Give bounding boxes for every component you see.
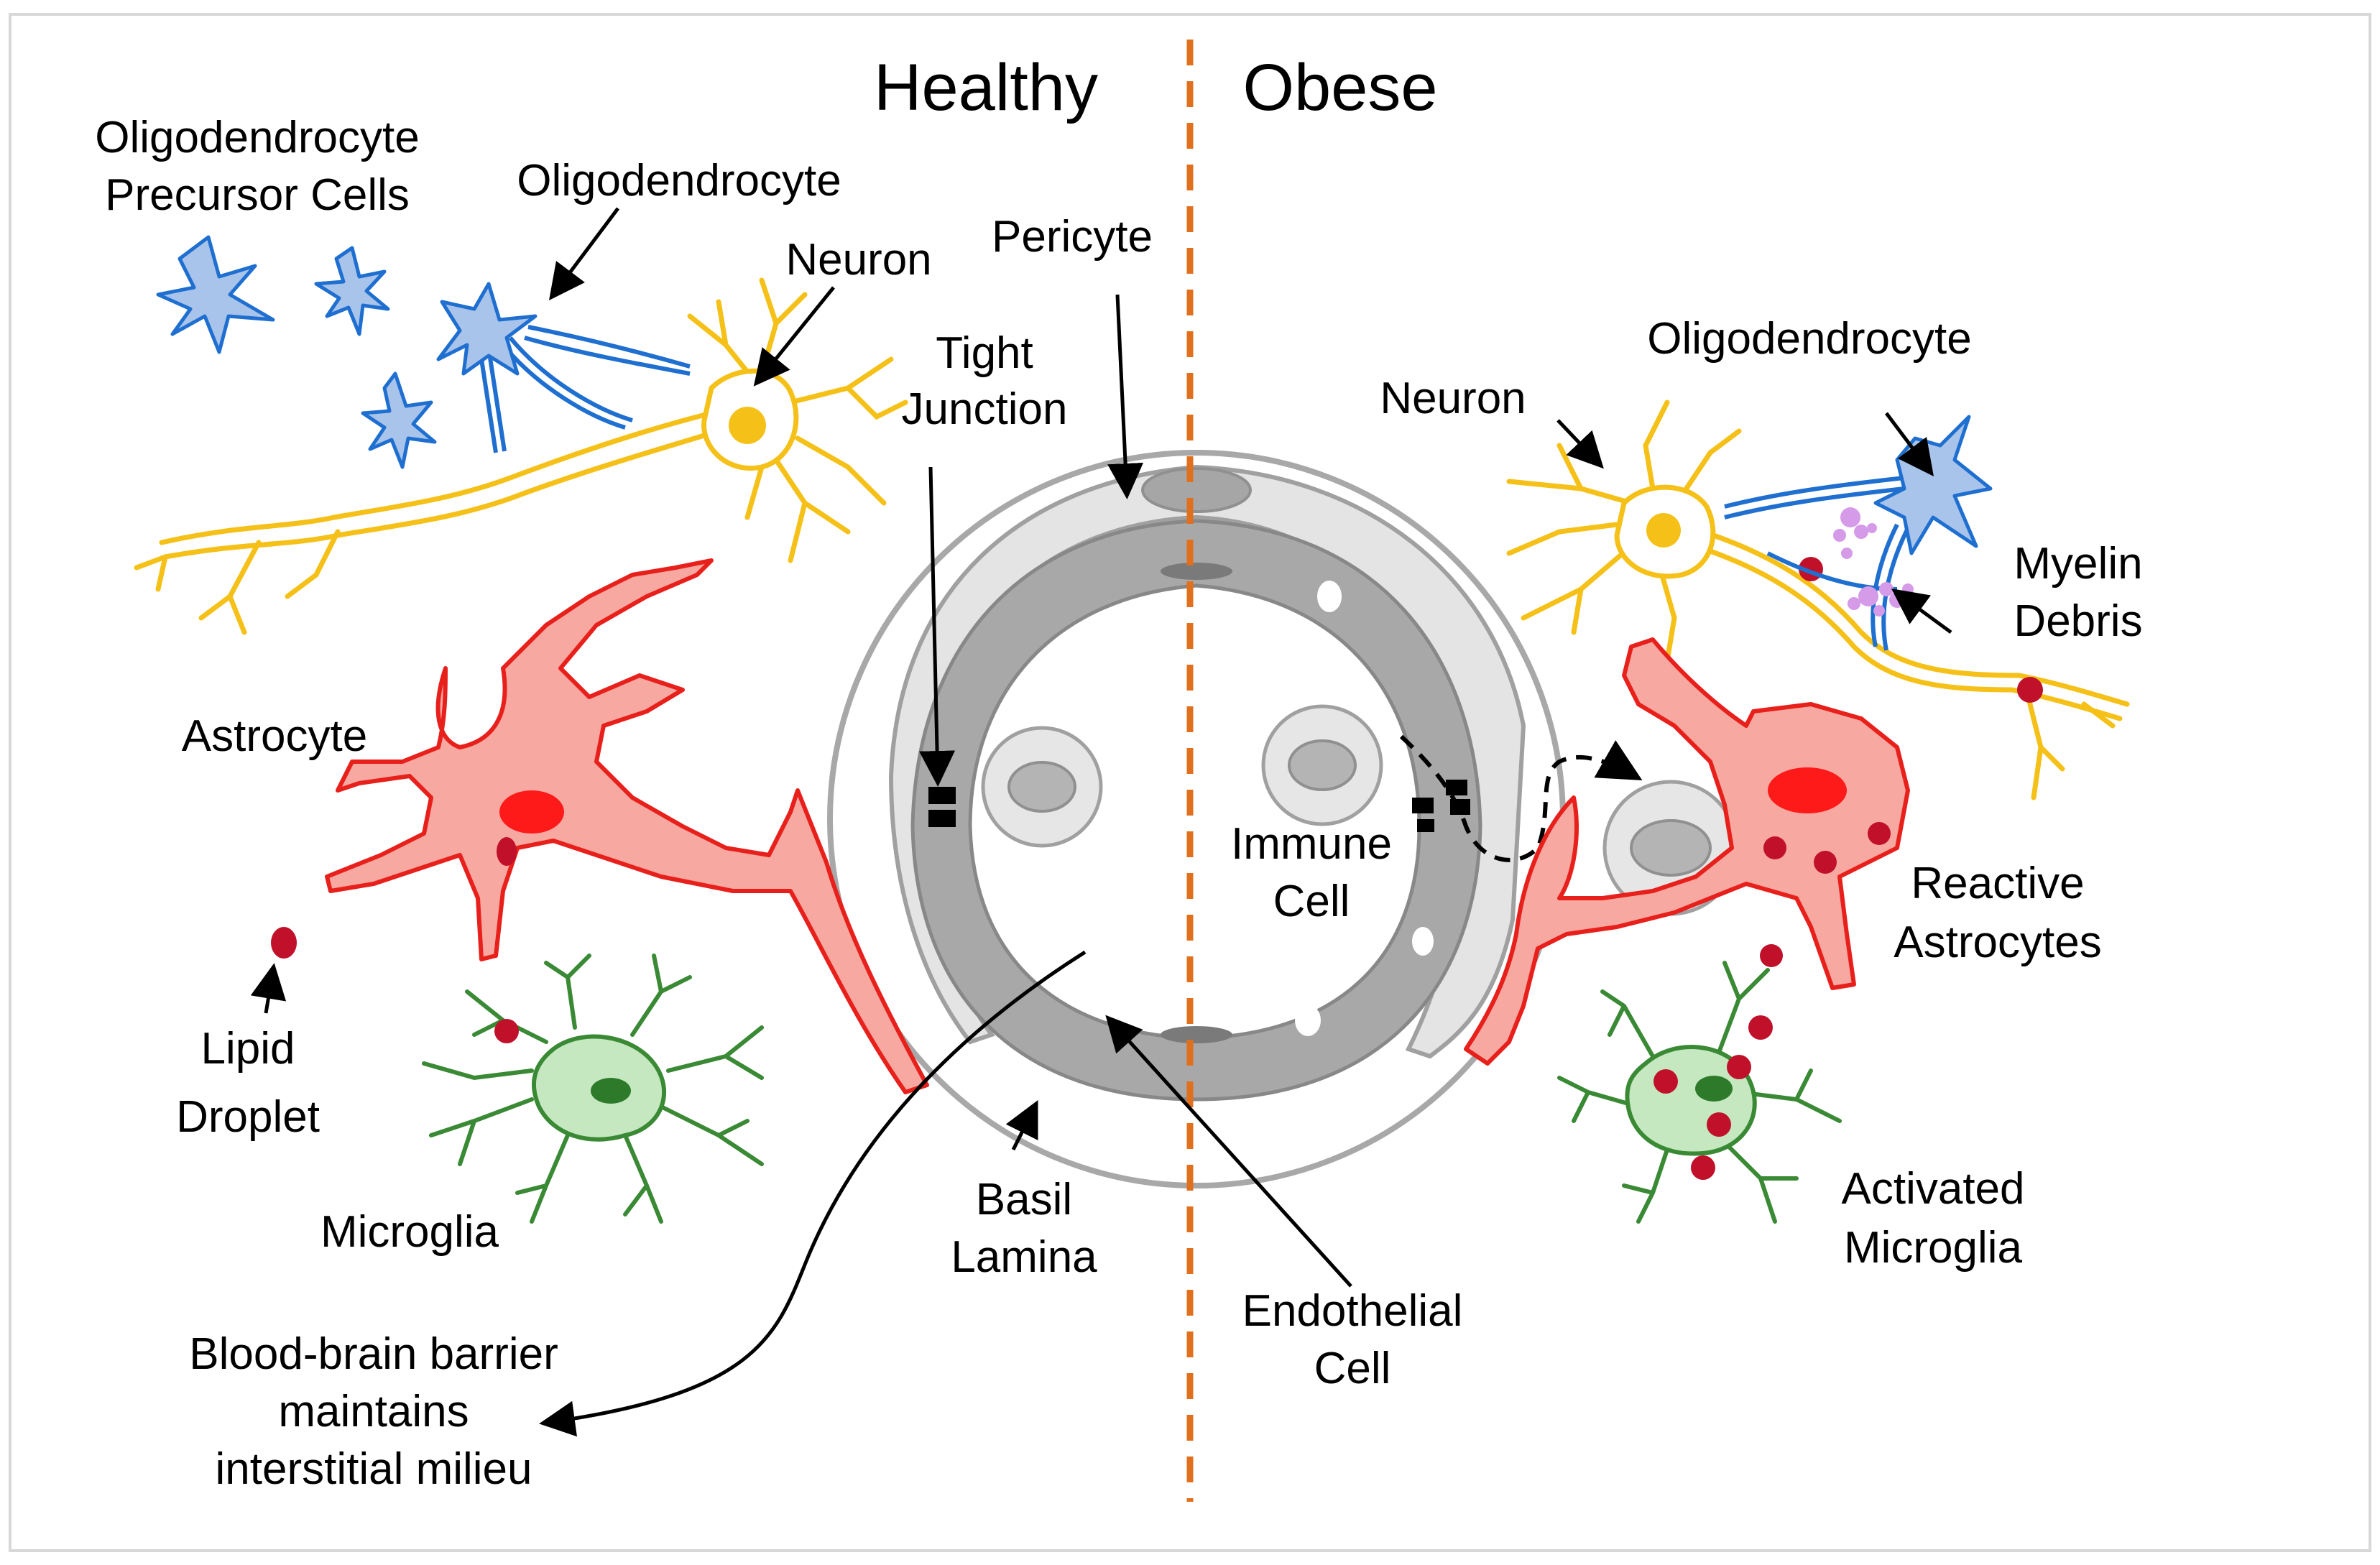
reactive-astrocyte-lipid: [1763, 836, 1786, 859]
label-endothelial-1: Endothelial: [1242, 1286, 1463, 1336]
arrow-neuron-left: [753, 286, 835, 387]
label-opc-2: Precursor Cells: [105, 170, 410, 220]
microglia-left-lipid: [494, 1019, 519, 1043]
label-microglia: Microglia: [320, 1207, 499, 1257]
label-immune-1: Immune: [1231, 819, 1392, 869]
opc-cell: [361, 371, 437, 469]
pericyte-nucleus: [1141, 467, 1252, 513]
label-pericyte: Pericyte: [992, 212, 1153, 262]
label-oligodendrocyte-left: Oligodendrocyte: [517, 156, 841, 206]
blood-cell-left-nucleus: [1007, 761, 1076, 813]
reactive-astrocyte-lipid: [1814, 851, 1837, 874]
endothelial-nucleus-top: [1161, 563, 1232, 580]
label-astrocyte: Astrocyte: [181, 711, 368, 761]
tight-junction: [928, 787, 956, 804]
label-basil-2: Lamina: [951, 1232, 1097, 1282]
arrow-oligodendrocyte-left: [549, 207, 619, 300]
activated-microglia: [1557, 961, 1842, 1224]
figure-frame: [9, 13, 2371, 1552]
arrow-pericyte: [1107, 294, 1144, 499]
arrow-lipid-droplet: [250, 963, 287, 1014]
myelin-debris: [1833, 507, 1914, 617]
vesicle: [1317, 581, 1342, 612]
reactive-astrocyte-lipid: [1868, 822, 1891, 845]
leader-arrows: [250, 207, 1952, 1437]
label-oligodendrocyte-right: Oligodendrocyte: [1647, 314, 1972, 364]
opc-cell: [156, 235, 275, 354]
arrow-endothelial-cell: [1105, 1015, 1352, 1288]
activated-microglia-lipids: [1653, 1015, 1773, 1180]
arrow-basil-lamina: [1005, 1100, 1038, 1151]
label-bbb-3: interstitial milieu: [215, 1444, 532, 1494]
microglia-left-nucleus: [591, 1078, 631, 1104]
arrow-tight-junction: [919, 466, 956, 787]
label-lipid-2: Droplet: [176, 1092, 320, 1142]
label-opc-1: Oligodendrocyte: [95, 113, 420, 162]
header-healthy: Healthy: [874, 51, 1098, 124]
tight-junction-leaky: [1412, 798, 1434, 813]
neuron-left-nucleus: [729, 407, 766, 444]
blood-vessel: [827, 450, 1566, 1188]
header-obese: Obese: [1242, 51, 1438, 124]
neuron-right-lipid: [2017, 677, 2043, 703]
tight-junction-leaky: [1417, 819, 1434, 832]
astrocyte-left: [325, 558, 929, 1094]
label-myelin-1: Myelin: [2014, 539, 2143, 588]
label-bbb-2: maintains: [278, 1387, 469, 1436]
label-basil-1: Basil: [975, 1175, 1073, 1224]
label-activated-1: Activated: [1841, 1164, 2025, 1214]
immune-migration-path: [1399, 734, 1643, 862]
neuron-right: [1506, 400, 2130, 800]
label-neuron-left: Neuron: [785, 235, 932, 285]
neuron-right-nucleus: [1646, 513, 1681, 548]
astrocyte-left-lipid: [497, 837, 517, 866]
blood-cell-right-nucleus: [1288, 739, 1357, 791]
label-reactive-1: Reactive: [1911, 859, 2085, 908]
label-neuron-right: Neuron: [1380, 374, 1526, 423]
vesicle: [1412, 927, 1434, 956]
opc-cell: [314, 246, 390, 336]
label-myelin-2: Debris: [2014, 596, 2143, 646]
label-immune-2: Cell: [1273, 877, 1350, 926]
oligodendrocyte-left: [436, 282, 691, 453]
arrow-blood-brain-barrier: [539, 950, 1087, 1437]
lipid-droplet-left: [271, 927, 297, 959]
label-reactive-2: Astrocytes: [1894, 918, 2102, 967]
label-lipid-1: Lipid: [200, 1024, 295, 1074]
endothelial-nucleus-bottom: [1161, 1026, 1232, 1043]
neuron-left: [134, 277, 908, 635]
label-tight-2: Junction: [901, 384, 1068, 434]
arrow-oligodendrocyte-right: [1885, 412, 1934, 476]
reactive-astrocyte: [1464, 637, 1910, 1066]
arrow-neuron-right: [1556, 419, 1604, 469]
label-activated-2: Microglia: [1843, 1223, 2023, 1273]
label-bbb-1: Blood-brain barrier: [189, 1329, 558, 1379]
label-tight-1: Tight: [936, 328, 1033, 378]
immune-cell-nucleus: [1630, 819, 1712, 877]
opc-cells: [156, 235, 437, 469]
tight-junction: [928, 810, 956, 827]
label-endothelial-2: Cell: [1314, 1344, 1391, 1393]
arrow-myelin-debris: [1891, 588, 1952, 634]
reactive-astrocyte-nucleus: [1768, 767, 1847, 813]
vesicle: [1295, 1005, 1321, 1036]
lipid-droplet: [1760, 944, 1783, 967]
activated-microglia-nucleus: [1695, 1076, 1733, 1102]
astrocyte-left-nucleus: [499, 790, 564, 834]
tight-junction-leaky: [1446, 780, 1467, 795]
